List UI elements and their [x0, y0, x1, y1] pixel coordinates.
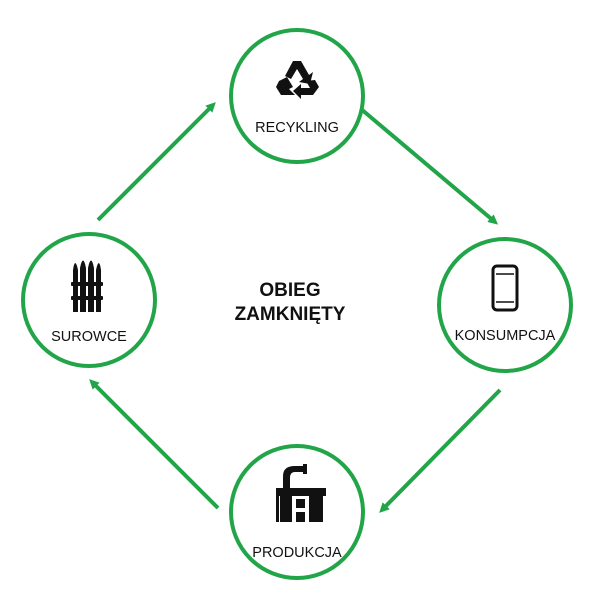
node-production: PRODUKCJA: [229, 444, 365, 580]
node-recycling-label: RECYKLING: [255, 120, 339, 136]
asparagus-bundle-icon: [71, 260, 103, 312]
node-consumption-label: KONSUMPCJA: [455, 328, 556, 344]
arrow-production-to-raw-materials: [89, 379, 220, 510]
recycle-icon: [276, 61, 319, 99]
arrow-recycling-to-consumption: [346, 96, 499, 225]
arrow-consumption-to-production: [379, 388, 502, 513]
node-consumption: KONSUMPCJA: [437, 237, 573, 373]
node-raw-materials-label: SUROWCE: [51, 329, 127, 345]
smartphone-icon: [491, 264, 519, 312]
center-title-line1: OBIEG: [259, 280, 320, 301]
node-raw-materials: SUROWCE: [21, 232, 157, 368]
node-recycling: RECYKLING: [229, 28, 365, 164]
center-title: OBIEG ZAMKNIĘTY: [235, 280, 346, 325]
factory-icon: [276, 464, 326, 522]
node-production-label: PRODUKCJA: [252, 545, 342, 561]
arrow-raw-materials-to-recycling: [96, 102, 216, 222]
center-title-line2: ZAMKNIĘTY: [235, 304, 346, 325]
